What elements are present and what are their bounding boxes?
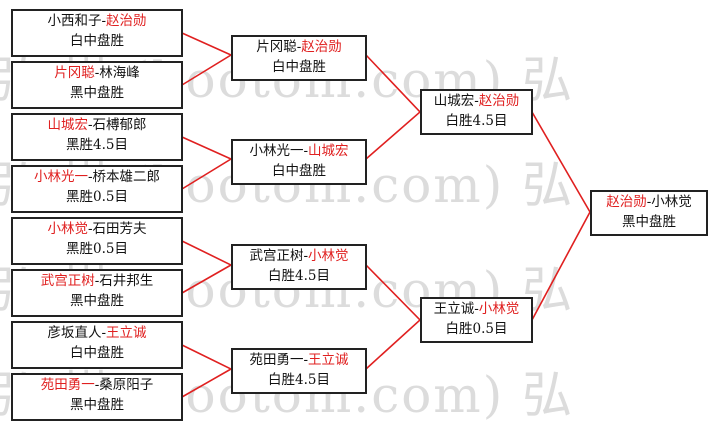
connector-r1-3 [181, 240, 233, 294]
match-result: 白胜4.5目 [268, 268, 330, 284]
match-result: 黑中盘胜 [622, 214, 676, 230]
player-a: 武宫正树 [249, 248, 304, 264]
match-result: 白中盘胜 [272, 59, 326, 75]
round1-match-5[interactable]: 小林觉-石田芳夫 黑胜0.5目 [11, 217, 183, 265]
connector-r2-1 [365, 54, 422, 160]
connector-r3 [531, 111, 591, 321]
match-result: 白中盘胜 [272, 163, 326, 179]
player-b-winner: 赵治勋 [478, 93, 520, 109]
player-b-winner: 小林觉 [308, 248, 349, 264]
final-match[interactable]: 赵治勋-小林觉 黑中盘胜 [590, 190, 708, 236]
round2-match-1[interactable]: 片冈聪-赵治勋 白中盘胜 [231, 35, 367, 81]
match-result: 白中盘胜 [70, 345, 124, 361]
match-result: 黑中盘胜 [70, 397, 124, 413]
player-b-winner: 王立诚 [106, 325, 147, 341]
match-result: 黑胜4.5目 [66, 137, 128, 153]
player-a-winner: 苑田勇一 [40, 377, 95, 393]
round1-match-2[interactable]: 片冈聪-林海峰 黑中盘胜 [11, 61, 183, 109]
player-b: 桥本雄二郎 [92, 169, 161, 185]
player-b: 石田芳夫 [92, 221, 147, 237]
round3-match-2[interactable]: 王立诚-小林觉 白胜0.5目 [420, 297, 533, 343]
connector-r1-4 [181, 344, 233, 398]
round1-match-3[interactable]: 山城宏-石榑郁郎 黑胜4.5目 [11, 113, 183, 161]
player-a: 山城宏 [433, 93, 475, 109]
player-a: 苑田勇一 [249, 352, 304, 368]
connector-r2-2 [365, 264, 422, 370]
match-result: 白胜0.5目 [445, 321, 508, 337]
player-a: 片冈聪 [256, 39, 297, 55]
match-result: 白中盘胜 [70, 33, 124, 49]
player-b: 小林觉 [651, 194, 692, 210]
player-b-winner: 王立诚 [308, 352, 349, 368]
match-result: 黑胜0.5目 [66, 241, 128, 257]
player-b-winner: 赵治勋 [301, 39, 342, 55]
match-result: 黑中盘胜 [70, 85, 124, 101]
round2-match-2[interactable]: 小林光一-山城宏 白中盘胜 [231, 139, 367, 185]
player-b: 桑原阳子 [99, 377, 154, 393]
player-a-winner: 片冈聪 [54, 65, 95, 81]
player-a: 彦坂直人 [47, 325, 102, 341]
round2-match-4[interactable]: 苑田勇一-王立诚 白胜4.5目 [231, 348, 367, 394]
player-a-winner: 小林觉 [47, 221, 88, 237]
round3-match-1[interactable]: 山城宏-赵治勋 白胜4.5目 [420, 89, 533, 135]
player-a: 小西和子 [47, 13, 102, 29]
player-b: 林海峰 [99, 65, 140, 81]
player-a-winner: 武宫正树 [40, 273, 95, 289]
player-a: 王立诚 [433, 301, 475, 317]
match-result: 黑中盘胜 [70, 293, 124, 309]
round1-match-1[interactable]: 小西和子-赵治勋 白中盘胜 [11, 9, 183, 57]
player-b-winner: 赵治勋 [106, 13, 147, 29]
round1-match-8[interactable]: 苑田勇一-桑原阳子 黑中盘胜 [11, 373, 183, 421]
player-b-winner: 小林觉 [478, 301, 520, 317]
player-b: 石榑郁郎 [92, 117, 147, 133]
player-a-winner: 山城宏 [47, 117, 88, 133]
player-b-winner: 山城宏 [308, 143, 349, 159]
round1-match-7[interactable]: 彦坂直人-王立诚 白中盘胜 [11, 321, 183, 369]
connector-r1-2 [181, 136, 233, 190]
player-b: 石井邦生 [99, 273, 154, 289]
match-result: 白胜4.5目 [445, 113, 508, 129]
round2-match-3[interactable]: 武宫正树-小林觉 白胜4.5目 [231, 244, 367, 290]
connector-r1-1 [181, 32, 233, 86]
match-result: 白胜4.5目 [268, 372, 330, 388]
round1-match-6[interactable]: 武宫正树-石井邦生 黑中盘胜 [11, 269, 183, 317]
match-result: 黑胜0.5目 [66, 189, 128, 205]
player-a-winner: 小林光一 [33, 169, 88, 185]
player-a: 小林光一 [249, 143, 304, 159]
player-a-winner: 赵治勋 [606, 194, 647, 210]
round1-match-4[interactable]: 小林光一-桥本雄二郎 黑胜0.5目 [11, 165, 183, 213]
